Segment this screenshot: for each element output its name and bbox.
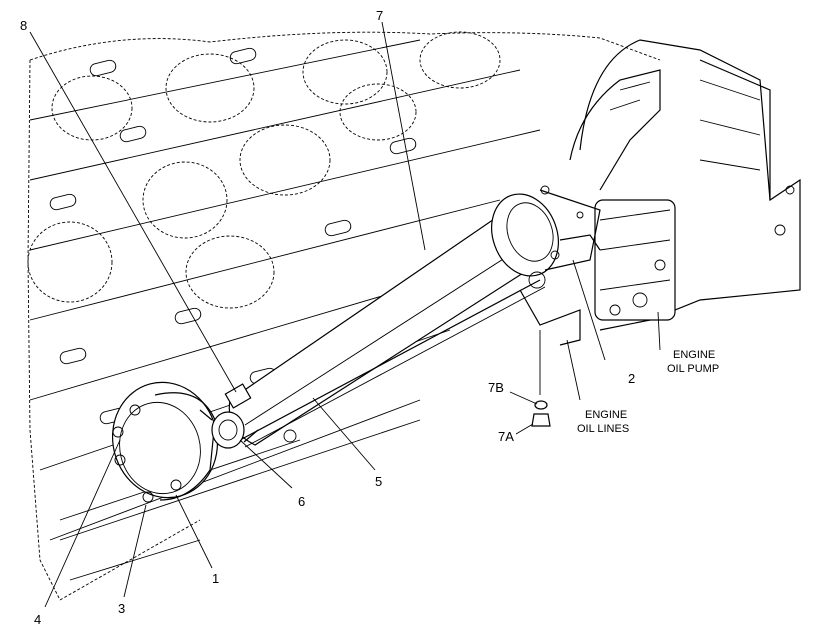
callout-6: 6 xyxy=(298,494,305,509)
engine-oil-lines-label-line2: OIL LINES xyxy=(577,423,629,435)
callout-4: 4 xyxy=(34,612,41,627)
callout-8: 8 xyxy=(20,18,27,33)
engine-oil-pump-label-line2: OIL PUMP xyxy=(667,363,719,375)
engine-oil-lines-label-line1: ENGINE xyxy=(585,409,627,421)
oil-tube-assembly xyxy=(224,185,601,448)
callout-labels: 8 7 2 5 6 1 3 4 7B 7A ENGINE OIL PUMP EN… xyxy=(20,8,719,627)
end-cover-assembly xyxy=(111,381,297,503)
engine-oil-pump-label-line1: ENGINE xyxy=(673,349,715,361)
engine-oil-pump-housing xyxy=(569,39,801,331)
callout-3: 3 xyxy=(118,601,125,616)
callout-1: 1 xyxy=(212,571,219,586)
callout-7b: 7B xyxy=(488,380,504,395)
callout-7a: 7A xyxy=(498,429,514,444)
leader-lines xyxy=(29,21,661,608)
engine-block-outline xyxy=(27,31,661,601)
bracket-7 xyxy=(519,271,581,427)
callout-2: 2 xyxy=(628,371,635,386)
callout-7: 7 xyxy=(376,8,383,23)
callout-5: 5 xyxy=(375,474,382,489)
